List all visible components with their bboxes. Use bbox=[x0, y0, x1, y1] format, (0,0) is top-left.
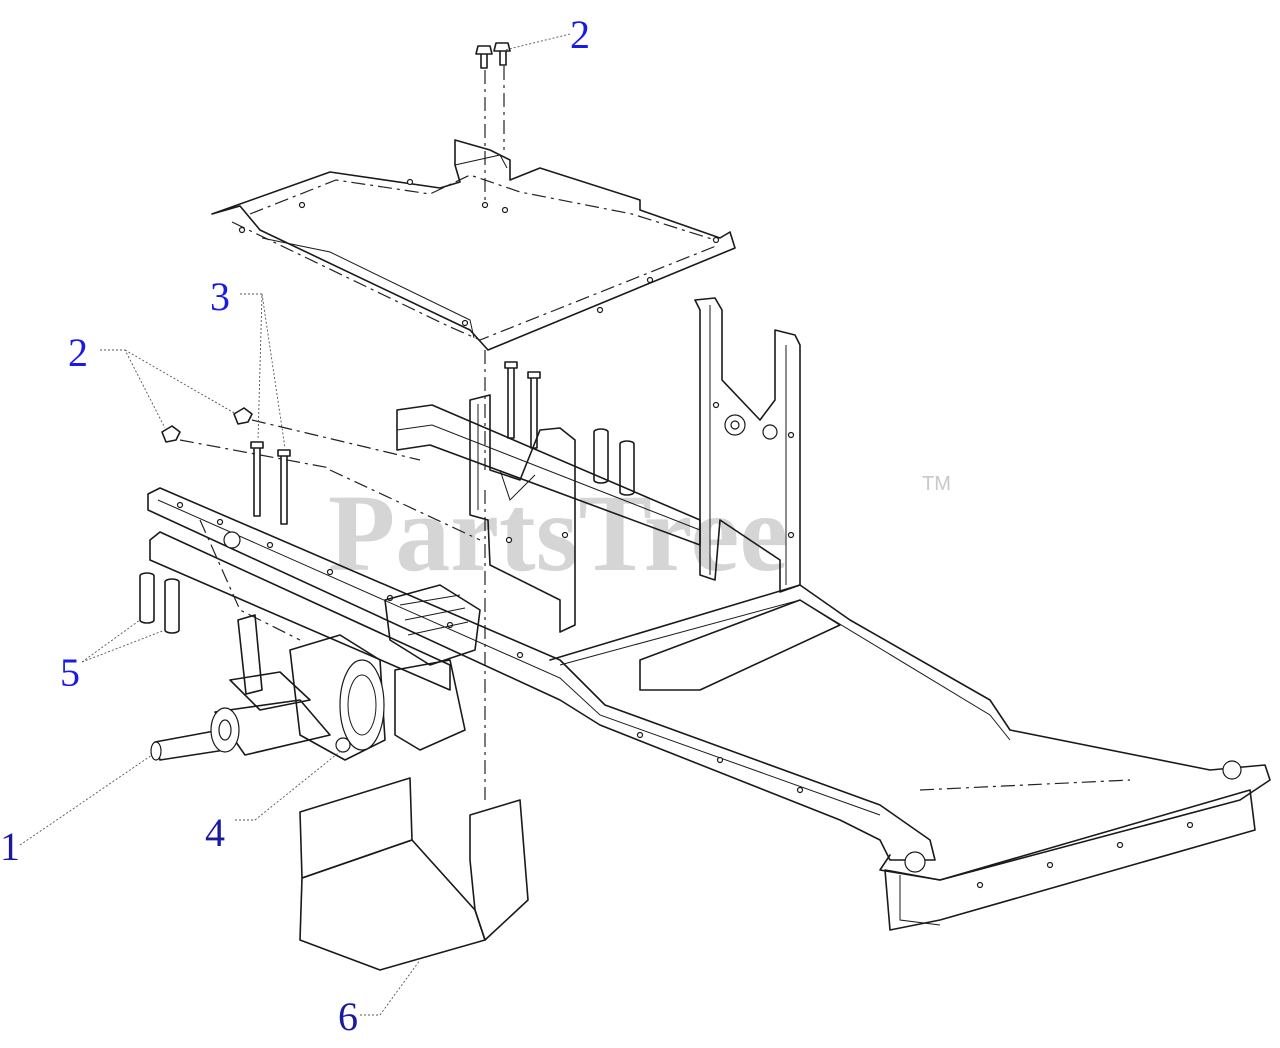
left-fasteners bbox=[139, 361, 635, 634]
callout-2-top: 2 bbox=[570, 12, 590, 57]
transaxle bbox=[150, 490, 486, 800]
callout-6: 6 bbox=[338, 994, 358, 1039]
callout-3: 3 bbox=[210, 274, 230, 319]
guard bbox=[299, 777, 529, 971]
callout-4: 4 bbox=[205, 810, 225, 855]
watermark-trademark: TM bbox=[922, 473, 951, 495]
top-bolts bbox=[475, 42, 511, 200]
callout-2-left: 2 bbox=[68, 330, 88, 375]
frame-rails bbox=[147, 469, 1271, 931]
upright-brackets bbox=[396, 297, 801, 633]
top-plate bbox=[211, 139, 736, 470]
leader-lines bbox=[19, 33, 571, 1016]
callout-1: 1 bbox=[0, 824, 20, 869]
callout-5: 5 bbox=[60, 650, 80, 695]
